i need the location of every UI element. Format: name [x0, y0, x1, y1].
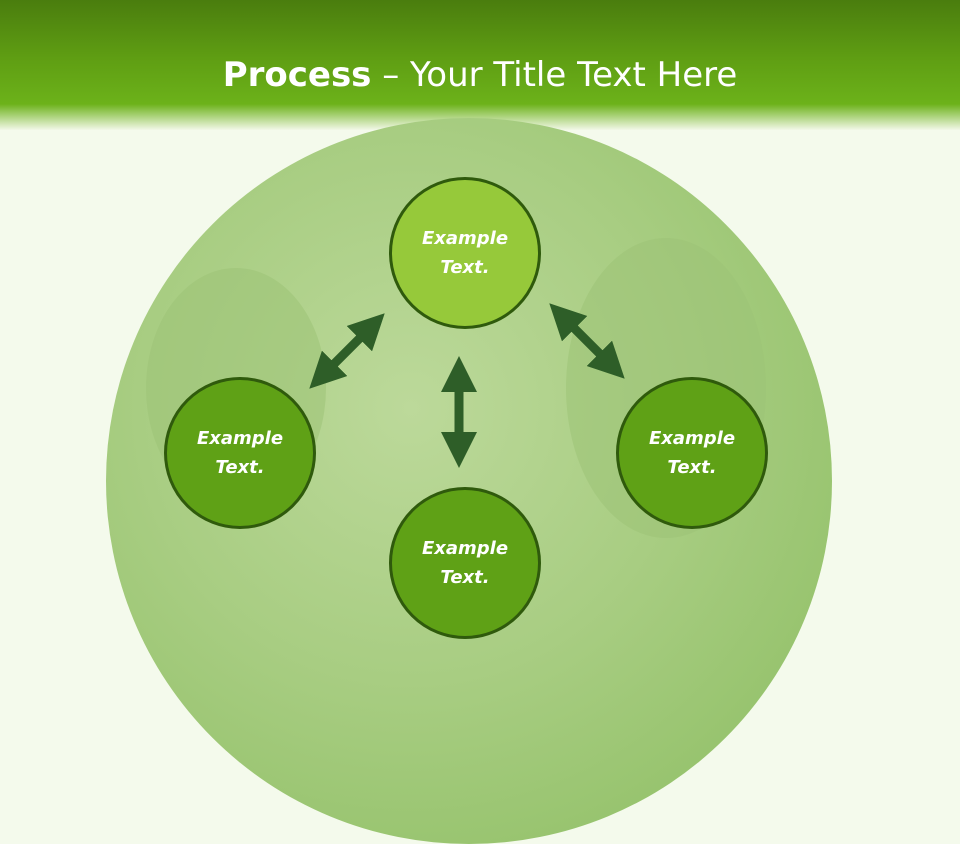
node-right-label: Example Text. [648, 428, 736, 478]
slide-title: Process – Your Title Text Here [0, 52, 960, 98]
node-left[interactable]: Example Text. [164, 377, 316, 529]
arrow-top-right [549, 303, 625, 379]
node-right[interactable]: Example Text. [616, 377, 768, 529]
title-banner [0, 0, 960, 130]
arrow-top-left [309, 313, 385, 389]
node-top[interactable]: Example Text. [389, 177, 541, 329]
node-bottom[interactable]: Example Text. [389, 487, 541, 639]
node-left-label: Example Text. [196, 428, 284, 478]
arrows-layer [309, 303, 625, 468]
node-top-label: Example Text. [421, 228, 509, 278]
title-rest: – Your Title Text Here [371, 55, 738, 95]
node-bottom-label: Example Text. [421, 538, 509, 588]
title-bold: Process [222, 55, 372, 95]
